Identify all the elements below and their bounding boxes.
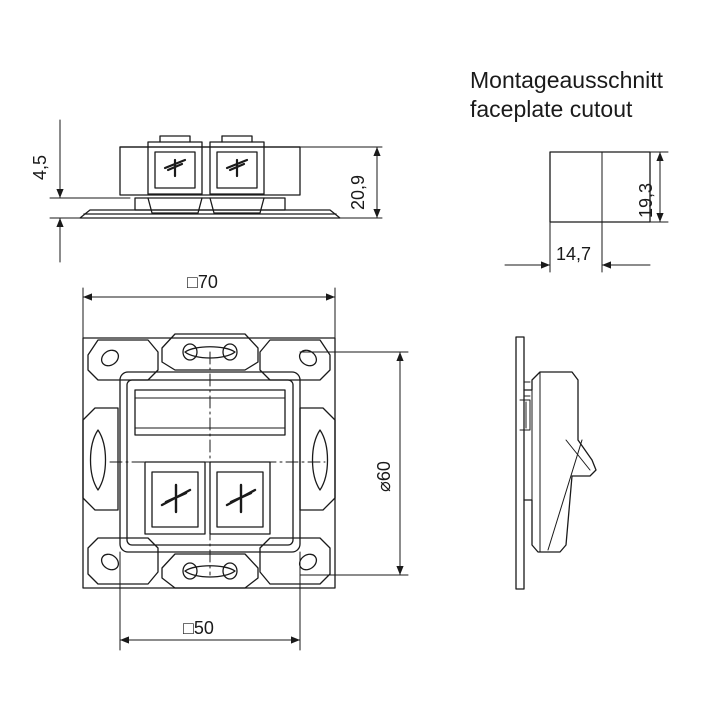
dim-value-60: 60 — [374, 461, 394, 482]
top-side-view — [50, 136, 382, 218]
diameter-symbol: ⌀ — [374, 481, 394, 492]
keystone-left — [145, 462, 205, 534]
dim-label-60: ⌀60 — [374, 461, 394, 492]
dim-value-50: 50 — [193, 618, 214, 638]
screw-slots — [162, 334, 258, 588]
dim-label-70: □70 — [187, 272, 218, 292]
square-symbol: □ — [183, 618, 194, 638]
title-german: Montageausschnitt — [470, 67, 664, 93]
dim-label-20-9: 20,9 — [348, 174, 368, 210]
title-english: faceplate cutout — [470, 96, 633, 122]
front-view — [83, 334, 335, 588]
dim-label-14-7: 14,7 — [556, 244, 592, 264]
dim-value-70: 70 — [197, 272, 218, 292]
dim-50 — [120, 552, 300, 650]
square-symbol: □ — [187, 272, 198, 292]
dim-label-4-5: 4,5 — [30, 154, 50, 180]
keystone-right — [210, 462, 270, 534]
dim-label-19-3: 19,3 — [636, 182, 656, 218]
dim-60 — [300, 352, 408, 575]
dim-label-50: □50 — [183, 618, 214, 638]
side-profile-view — [516, 337, 596, 589]
dim-70 — [83, 288, 335, 338]
cutout-view — [505, 152, 668, 272]
